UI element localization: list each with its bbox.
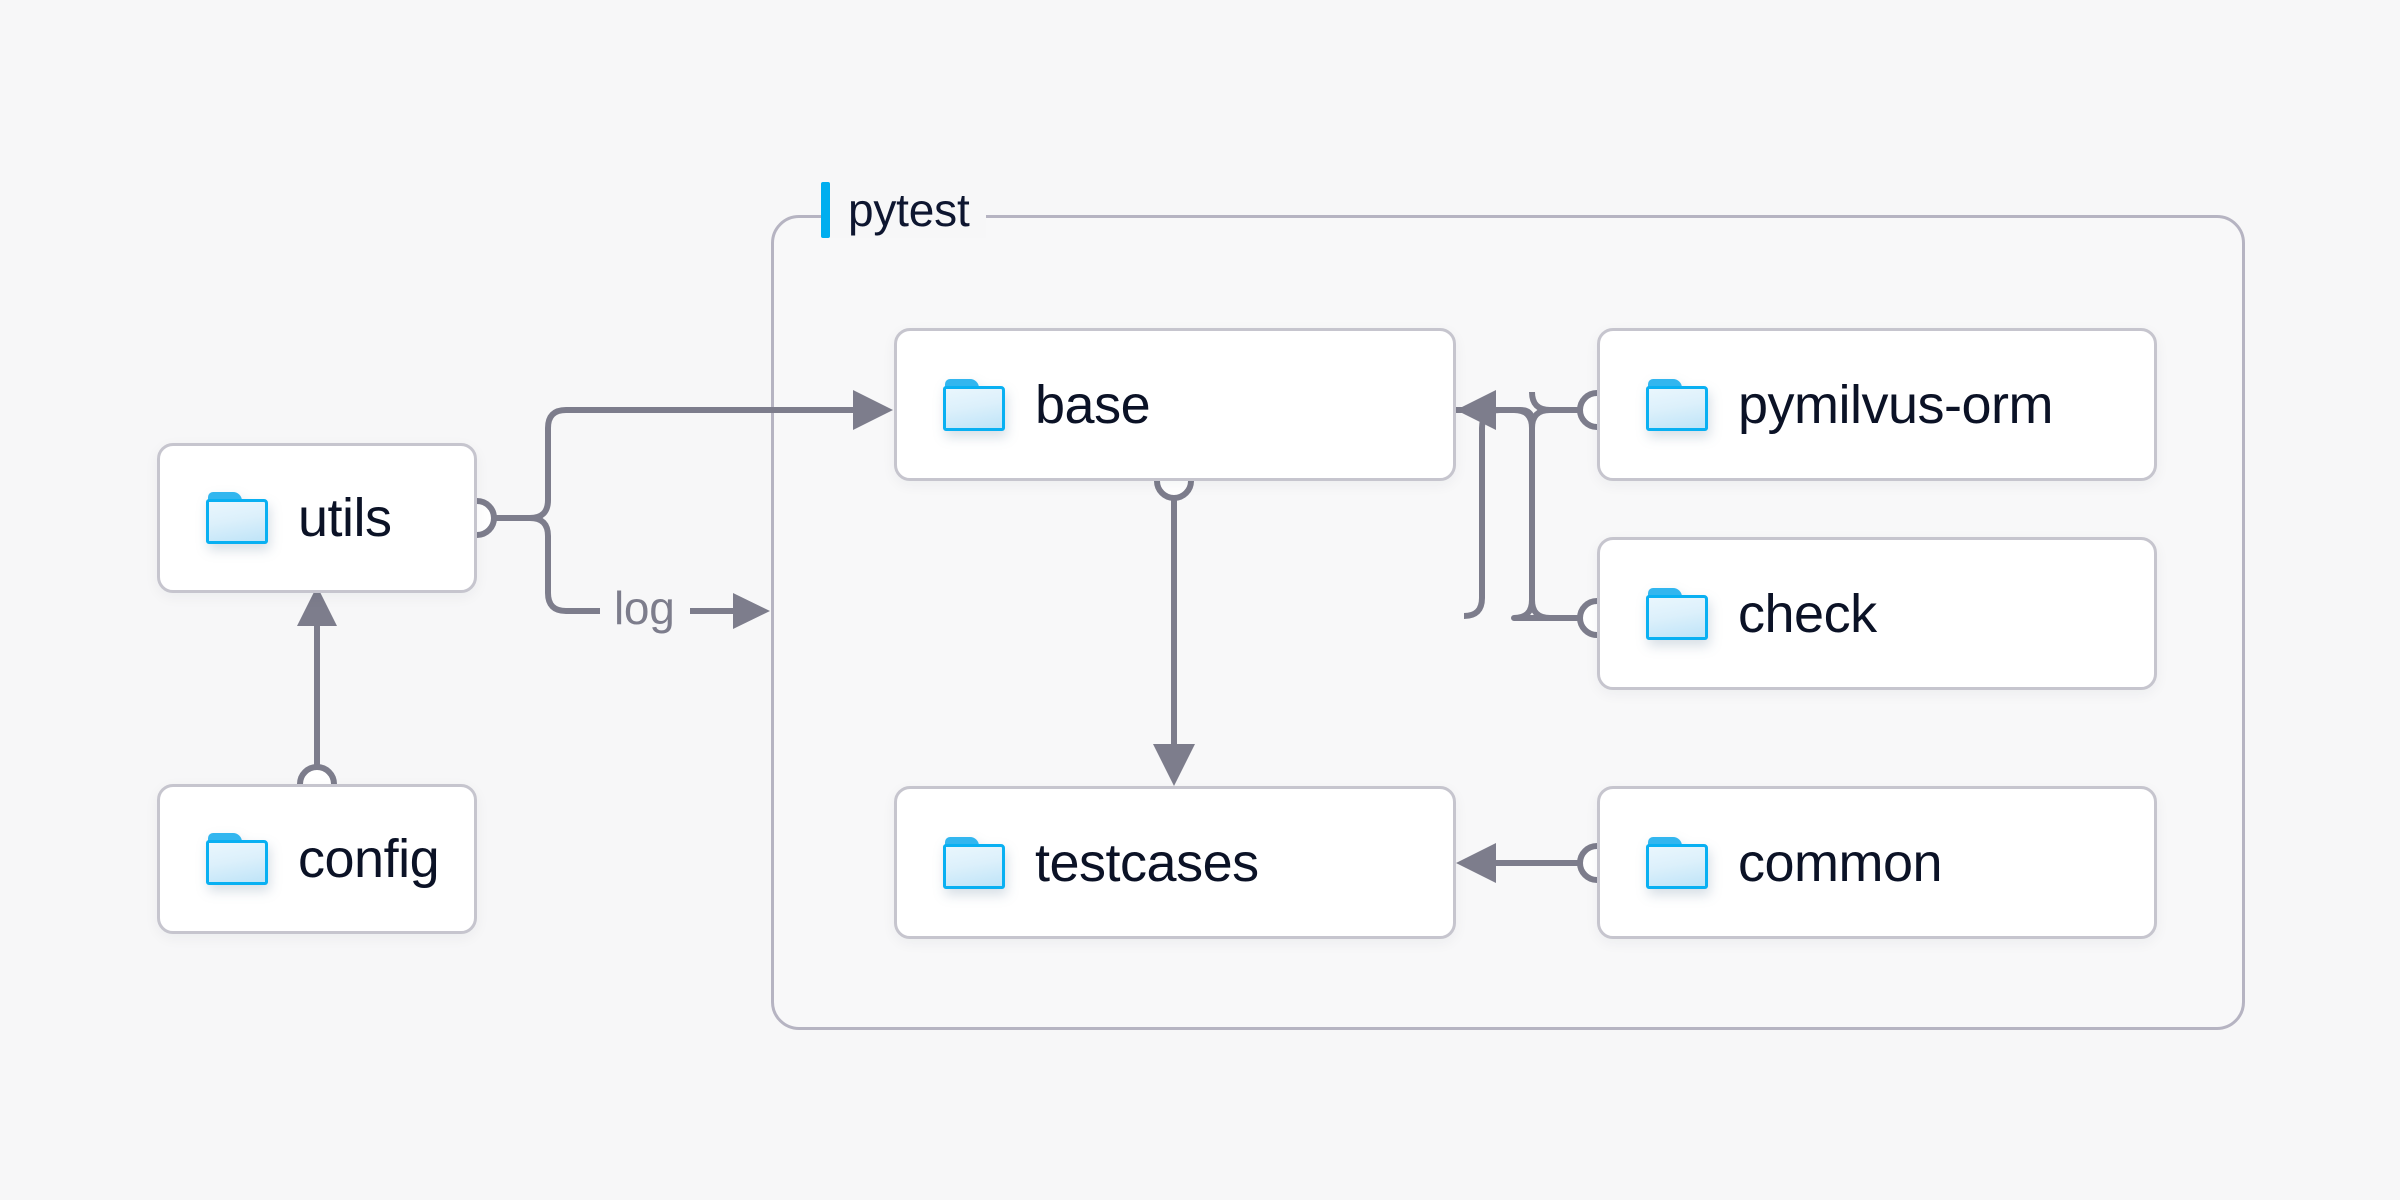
- folder-body: [1646, 843, 1708, 889]
- node-label: check: [1738, 583, 1877, 644]
- node-label: config: [298, 829, 440, 889]
- accent-bar-icon: [821, 182, 830, 238]
- folder-body: [943, 385, 1005, 431]
- node-label: utils: [298, 488, 392, 548]
- node-label: common: [1738, 832, 1943, 893]
- folder-icon: [1646, 836, 1708, 889]
- folder-body: [206, 840, 268, 885]
- node-label: base: [1035, 374, 1151, 435]
- node-pymilvus-orm[interactable]: pymilvus-orm: [1597, 328, 2157, 481]
- folder-body: [206, 499, 268, 544]
- folder-icon: [943, 836, 1005, 889]
- node-testcases[interactable]: testcases: [894, 786, 1456, 939]
- folder-icon: [1646, 378, 1708, 431]
- folder-icon: [943, 378, 1005, 431]
- folder-body: [943, 843, 1005, 889]
- node-label: testcases: [1035, 832, 1259, 893]
- node-base[interactable]: base: [894, 328, 1456, 481]
- group-label-text: pytest: [848, 184, 970, 236]
- folder-icon: [1646, 587, 1708, 640]
- node-config[interactable]: config: [157, 784, 477, 934]
- arrowhead-into-pytest-group: [733, 593, 770, 629]
- node-utils[interactable]: utils: [157, 443, 477, 593]
- edge-config-to-utils: [297, 586, 337, 804]
- folder-body: [1646, 594, 1708, 640]
- node-check[interactable]: check: [1597, 537, 2157, 690]
- node-label: pymilvus-orm: [1738, 374, 2054, 435]
- edge-label-log: log: [604, 581, 685, 635]
- node-common[interactable]: common: [1597, 786, 2157, 939]
- group-label-pytest[interactable]: pytest: [821, 182, 986, 238]
- folder-icon: [206, 492, 268, 544]
- folder-icon: [206, 833, 268, 885]
- folder-body: [1646, 385, 1708, 431]
